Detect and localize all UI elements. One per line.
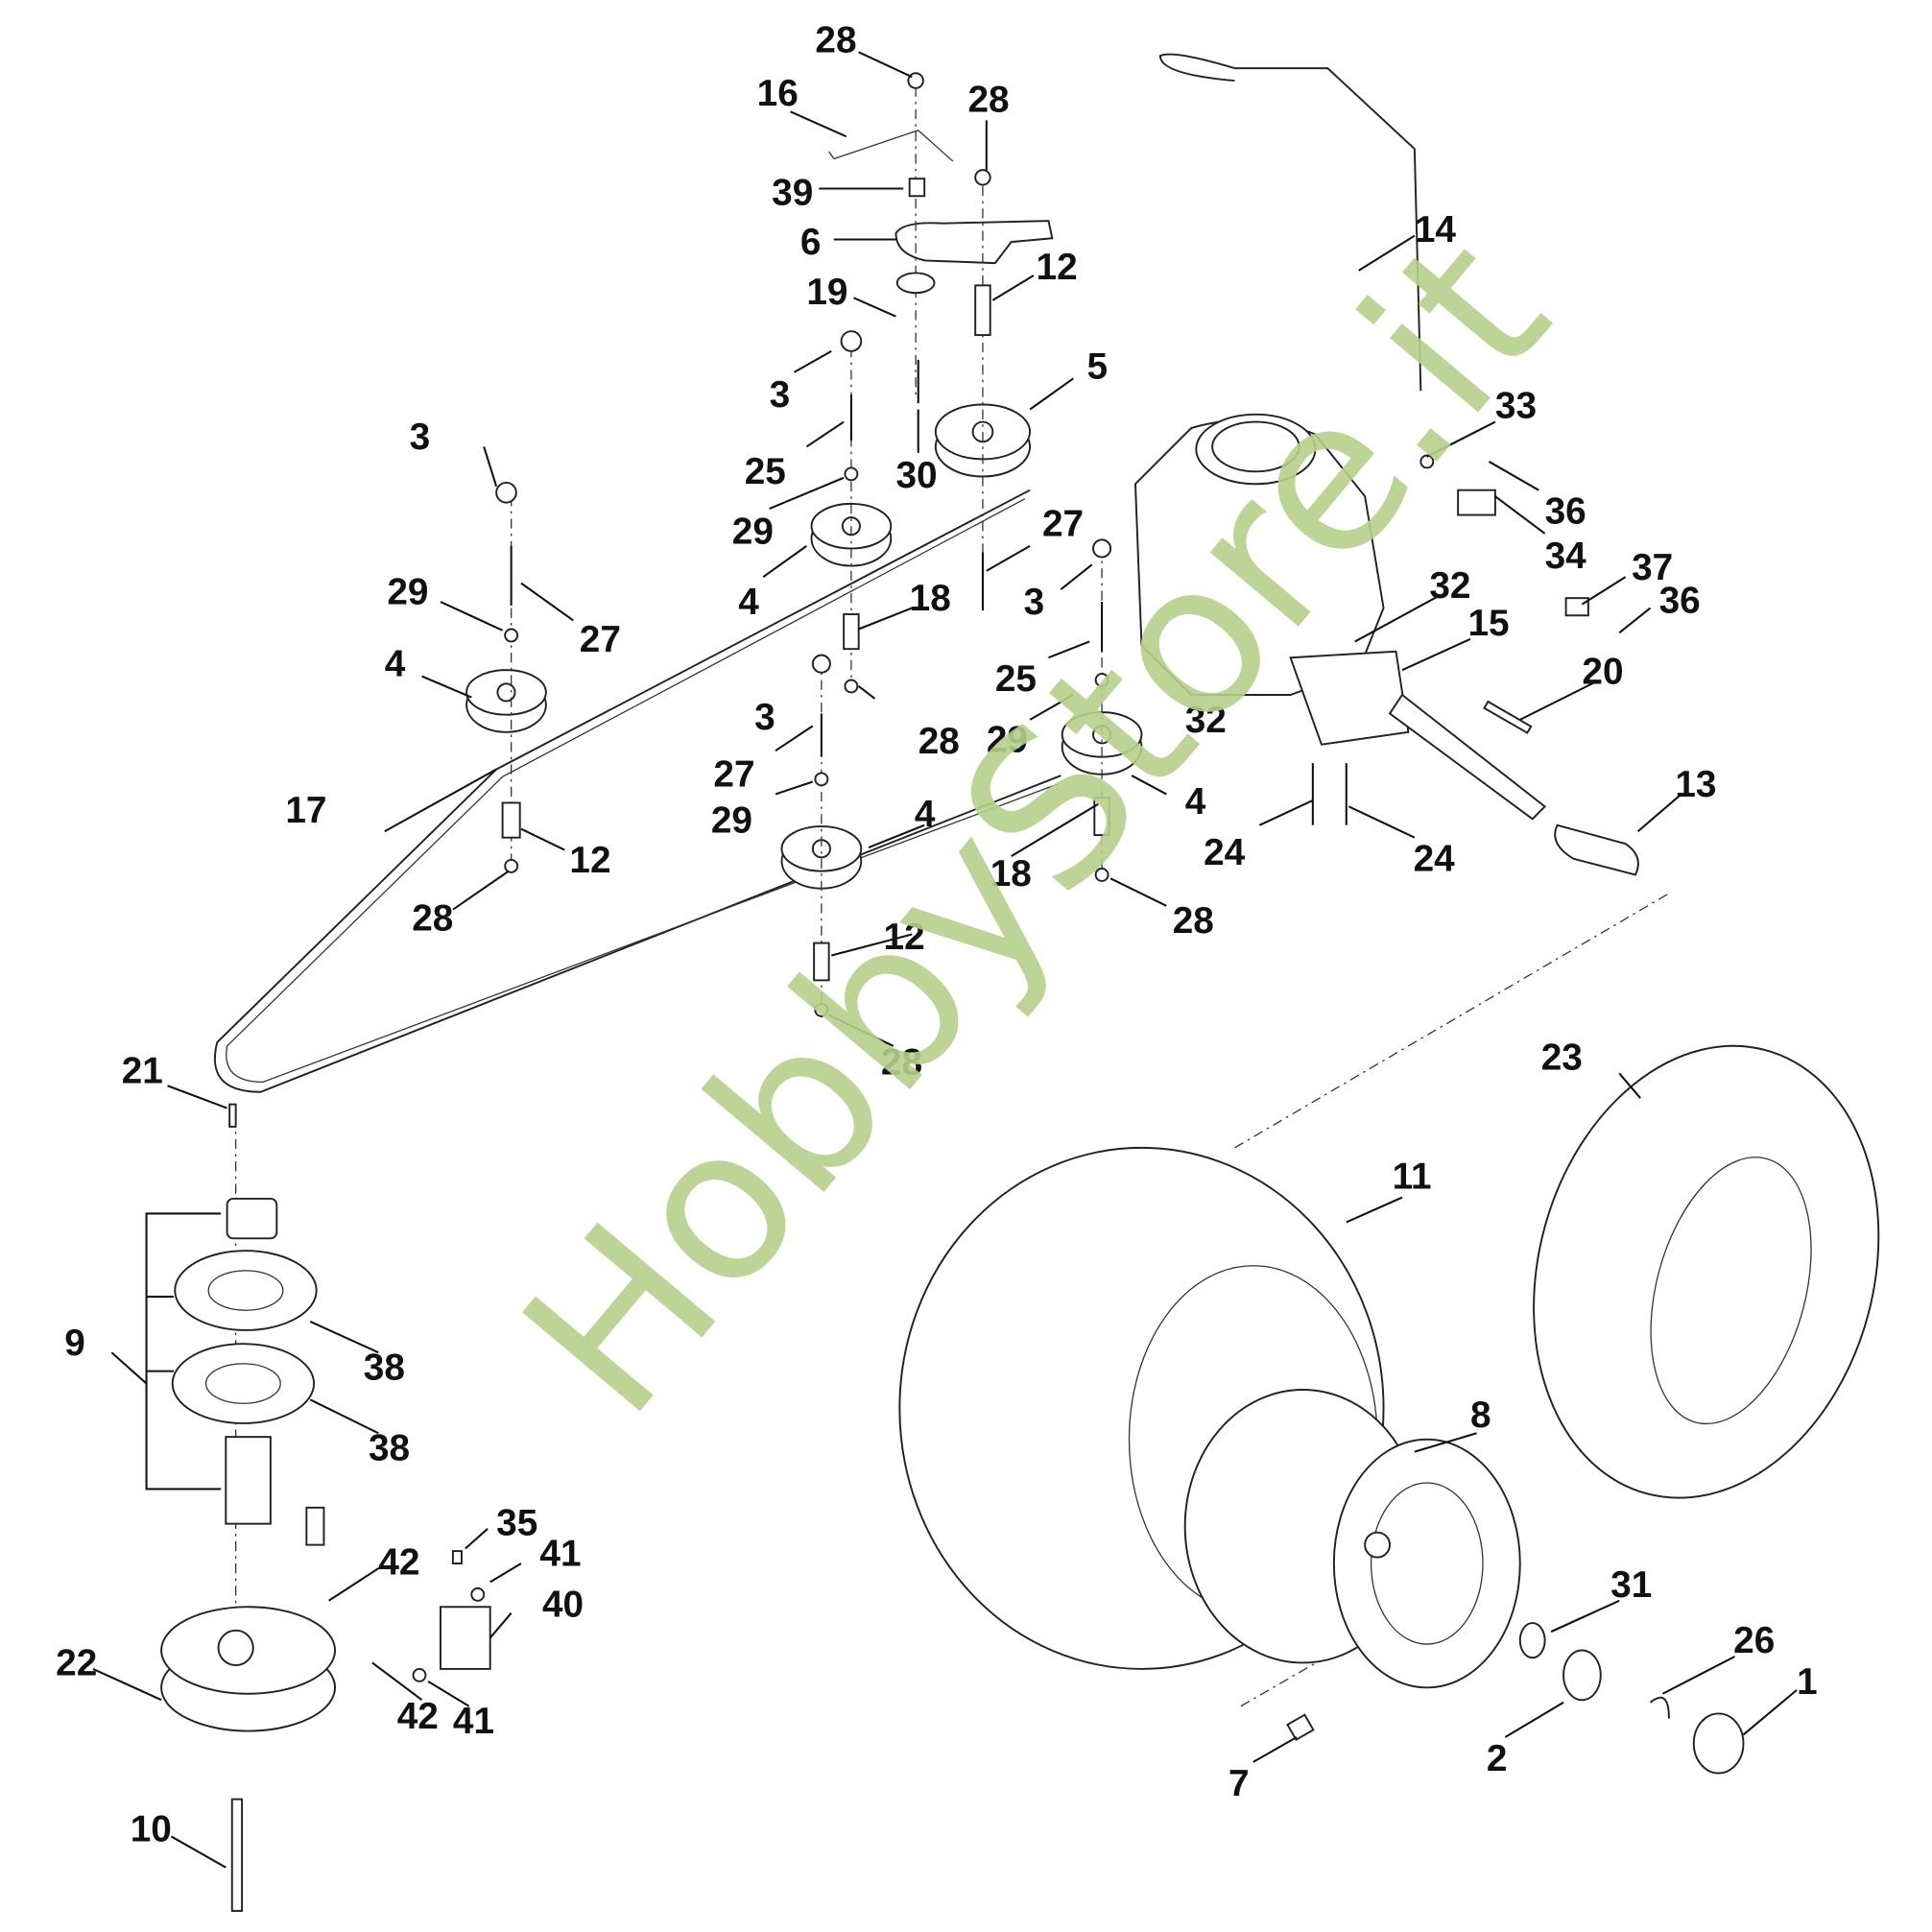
callout-label: 8 xyxy=(1470,1395,1491,1436)
rim xyxy=(1183,1389,1521,1689)
callout-label: 27 xyxy=(580,619,621,660)
idler-bracket xyxy=(894,220,1054,265)
callout-label: 4 xyxy=(1185,781,1206,823)
callout-label: 27 xyxy=(1042,504,1084,545)
callout-label: 29 xyxy=(987,719,1028,760)
callout-label: 35 xyxy=(496,1502,537,1543)
callout-label: 28 xyxy=(1173,900,1214,942)
callout-label: 2 xyxy=(1487,1738,1508,1779)
callout-label: 4 xyxy=(738,582,759,623)
callout-label: 33 xyxy=(1495,386,1537,427)
callout-label: 18 xyxy=(910,578,951,619)
inner-tube xyxy=(1533,1044,1880,1499)
callout-label: 29 xyxy=(387,572,428,613)
callout-label: 41 xyxy=(453,1701,494,1742)
callout-label: 40 xyxy=(542,1585,584,1626)
axle-hub-sleeve xyxy=(1554,823,1639,876)
callout-label: 28 xyxy=(918,721,960,762)
torsion-spring xyxy=(828,130,954,162)
callout-label: 3 xyxy=(770,374,791,416)
callout-label: 38 xyxy=(369,1428,410,1469)
callout-label: 20 xyxy=(1582,651,1623,692)
transaxle xyxy=(1133,413,1547,825)
leader-lines xyxy=(92,51,1798,1869)
callout-label: 27 xyxy=(713,754,754,796)
callout-label: 6 xyxy=(800,222,822,263)
callout-label: 16 xyxy=(757,73,799,114)
callout-label: 4 xyxy=(915,794,936,835)
callout-label: 34 xyxy=(1545,536,1587,577)
callout-label: 29 xyxy=(711,800,752,842)
callout-label: 25 xyxy=(995,658,1037,700)
callout-label: 25 xyxy=(745,451,786,492)
callout-label: 28 xyxy=(815,19,856,60)
callout-label: 19 xyxy=(806,272,847,313)
callout-label: 42 xyxy=(378,1542,419,1584)
callout-label: 39 xyxy=(772,172,813,213)
callout-label: 1 xyxy=(1797,1661,1818,1703)
hardware xyxy=(495,72,1112,1017)
callout-label: 28 xyxy=(412,898,453,940)
callout-label: 29 xyxy=(732,511,774,552)
callout-label: 17 xyxy=(285,790,326,831)
callout-label: 11 xyxy=(1393,1157,1432,1198)
callout-label: 5 xyxy=(1087,346,1109,387)
callout-label: 24 xyxy=(1204,832,1246,873)
callout-label: 42 xyxy=(397,1696,439,1737)
callout-label: 23 xyxy=(1541,1037,1583,1078)
callout-label: 3 xyxy=(754,697,775,738)
callout-label: 4 xyxy=(385,644,406,685)
callout-label: 26 xyxy=(1733,1620,1775,1661)
callout-label: 32 xyxy=(1185,700,1227,741)
callout-label: 28 xyxy=(967,79,1009,120)
clutch-assembly xyxy=(145,1103,491,1912)
callout-label: 21 xyxy=(122,1051,163,1092)
callout-label: 22 xyxy=(56,1642,97,1683)
callout-label: 18 xyxy=(990,853,1032,894)
safety-switch xyxy=(1419,454,1589,617)
callout-label: 32 xyxy=(1429,565,1470,607)
callout-label: 36 xyxy=(1545,491,1586,533)
callout-label: 37 xyxy=(1632,547,1673,588)
callout-label: 10 xyxy=(131,1809,172,1850)
callout-label: 9 xyxy=(64,1323,85,1364)
callout-label: 31 xyxy=(1610,1564,1652,1606)
callout-label: 24 xyxy=(1414,839,1456,880)
callout-label: 41 xyxy=(539,1534,581,1575)
callout-label: 14 xyxy=(1415,209,1457,250)
callout-label: 12 xyxy=(884,917,925,958)
callout-label: 12 xyxy=(1037,247,1078,288)
callout-label: 3 xyxy=(410,417,431,458)
wheel-fasteners xyxy=(1286,1622,1745,1775)
callout-label: 38 xyxy=(364,1348,405,1389)
idler-pulley xyxy=(465,669,547,733)
callout-label: 30 xyxy=(895,455,937,496)
callout-label: 36 xyxy=(1659,581,1701,622)
key xyxy=(1483,700,1533,734)
callout-label: 12 xyxy=(569,840,610,881)
callout-label: 7 xyxy=(1228,1763,1250,1804)
callout-label: 3 xyxy=(1024,582,1045,623)
callout-label: 28 xyxy=(881,1042,922,1084)
callout-label: 13 xyxy=(1675,764,1716,805)
callout-label: 15 xyxy=(1467,603,1509,644)
shift-rod xyxy=(1158,53,1422,392)
